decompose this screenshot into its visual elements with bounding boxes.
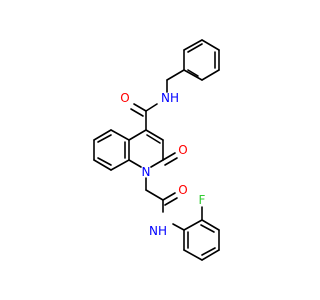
bond	[201, 219, 220, 231]
bond	[145, 103, 158, 112]
bond	[187, 69, 199, 77]
atom-labels: O NH N O O NH F	[120, 91, 205, 238]
bond	[110, 159, 130, 171]
atom-label-amide-nh: NH	[161, 91, 179, 105]
bond	[166, 69, 185, 81]
bond	[187, 43, 203, 53]
bond	[201, 249, 220, 261]
atom-label-fluorine: F	[199, 193, 206, 207]
bond	[93, 159, 112, 171]
bond	[128, 129, 147, 141]
bond	[183, 39, 203, 51]
bond	[162, 152, 176, 161]
bond	[93, 129, 112, 141]
bond	[183, 69, 203, 81]
bond	[130, 108, 144, 117]
bond	[200, 224, 215, 233]
molecule-drawing: O NH N O O NH F	[93, 39, 220, 261]
atom-label-ring-oxygen: O	[178, 143, 187, 157]
bonds	[93, 39, 220, 261]
atom-label-ring-nitrogen: N	[142, 165, 151, 179]
bond	[183, 219, 203, 231]
bond	[183, 249, 203, 261]
bond	[162, 192, 176, 201]
structure-canvas: O NH N O O NH F	[93, 39, 220, 261]
atom-label-oxygen: O	[120, 91, 129, 105]
bond	[145, 129, 164, 141]
bond	[201, 247, 216, 256]
atom-label-amide-oxygen: O	[178, 183, 187, 197]
bond	[201, 39, 220, 51]
bond	[201, 69, 220, 81]
bond	[164, 197, 178, 206]
atom-label-anilide-nh: NH	[149, 224, 167, 238]
bond	[97, 134, 112, 143]
bond	[128, 159, 142, 168]
bond	[172, 223, 185, 231]
bond	[133, 103, 147, 112]
bond	[110, 129, 130, 141]
bond	[97, 157, 112, 166]
bond	[164, 157, 178, 166]
bond	[146, 134, 161, 144]
bond	[150, 159, 164, 168]
bond	[145, 189, 164, 201]
